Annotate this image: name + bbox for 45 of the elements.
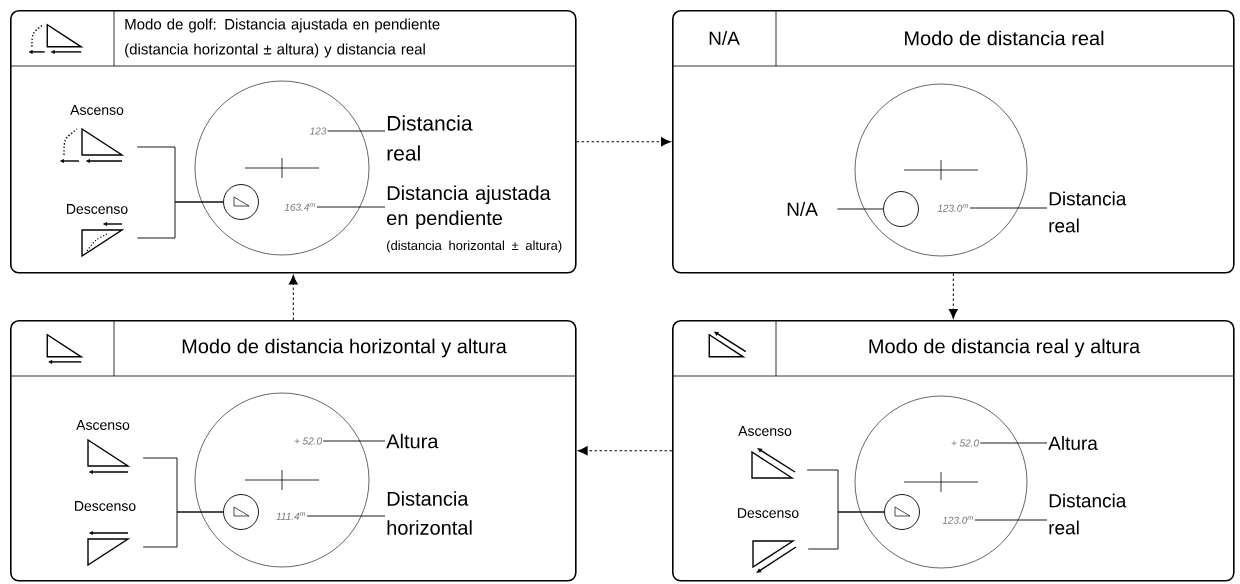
callout-label: Distancia real xyxy=(1049,493,1127,535)
icon-caption: Descenso xyxy=(67,204,128,214)
mode-symbol: N/A xyxy=(709,31,740,45)
callout-label: N/A xyxy=(787,202,818,216)
icon-caption: Ascenso xyxy=(76,420,130,430)
display-readout: 123.0$^{m}$ xyxy=(937,204,968,212)
panel-title: Modo de distancia horizontal y altura xyxy=(182,338,507,358)
flow-arrow xyxy=(288,274,298,321)
leader-line xyxy=(306,515,386,517)
icon-caption: Ascenso xyxy=(70,105,124,115)
panel-title: Modo de distancia real xyxy=(905,30,1104,46)
leader-line xyxy=(322,440,386,442)
callout-label: Distancia real xyxy=(387,115,473,161)
callout-label: Altura xyxy=(1048,436,1098,450)
mode-indicator xyxy=(883,191,919,227)
flow-arrow xyxy=(577,446,673,456)
leader-line xyxy=(136,201,224,239)
mode-indicator xyxy=(223,184,259,220)
callout-label: Distancia horizontal xyxy=(387,491,472,535)
leader-line xyxy=(836,208,884,210)
panel-title: Modo de golf: Distancia ajustada en pendiente (distancia horizontal ± altura) y distancia real xyxy=(125,18,440,58)
panel-title: Modo de distancia real y altura xyxy=(869,338,1141,358)
icon-caption: Descenso xyxy=(738,508,799,518)
mode-indicator xyxy=(223,494,259,530)
flow-arrow xyxy=(948,273,958,319)
leader-line xyxy=(974,519,1048,521)
flow-arrow xyxy=(576,137,671,147)
leader-line xyxy=(142,511,224,548)
leader-line xyxy=(327,130,386,132)
display-readout: 123 xyxy=(309,127,327,135)
icon-caption: Descenso xyxy=(75,501,136,511)
leader-line xyxy=(316,206,386,208)
callout-label: Distancia ajustada en pendiente (distancia horizontal ± altura) xyxy=(387,185,562,253)
display-readout: + 52.0 xyxy=(951,439,979,447)
leader-line xyxy=(969,207,1048,209)
display-readout: 111.4$^{m}$ xyxy=(276,512,306,520)
display-readout: 123.0$^{m}$ xyxy=(942,516,973,524)
display-readout: 163.4$^{m}$ xyxy=(284,203,315,211)
icon-caption: Ascenso xyxy=(738,426,792,436)
mode-indicator xyxy=(884,494,920,530)
leader-line xyxy=(807,511,885,550)
callout-label: Distancia real xyxy=(1049,191,1127,233)
display-readout: + 52.0 xyxy=(294,437,322,445)
leader-line xyxy=(979,442,1048,444)
callout-label: Altura xyxy=(386,433,439,449)
